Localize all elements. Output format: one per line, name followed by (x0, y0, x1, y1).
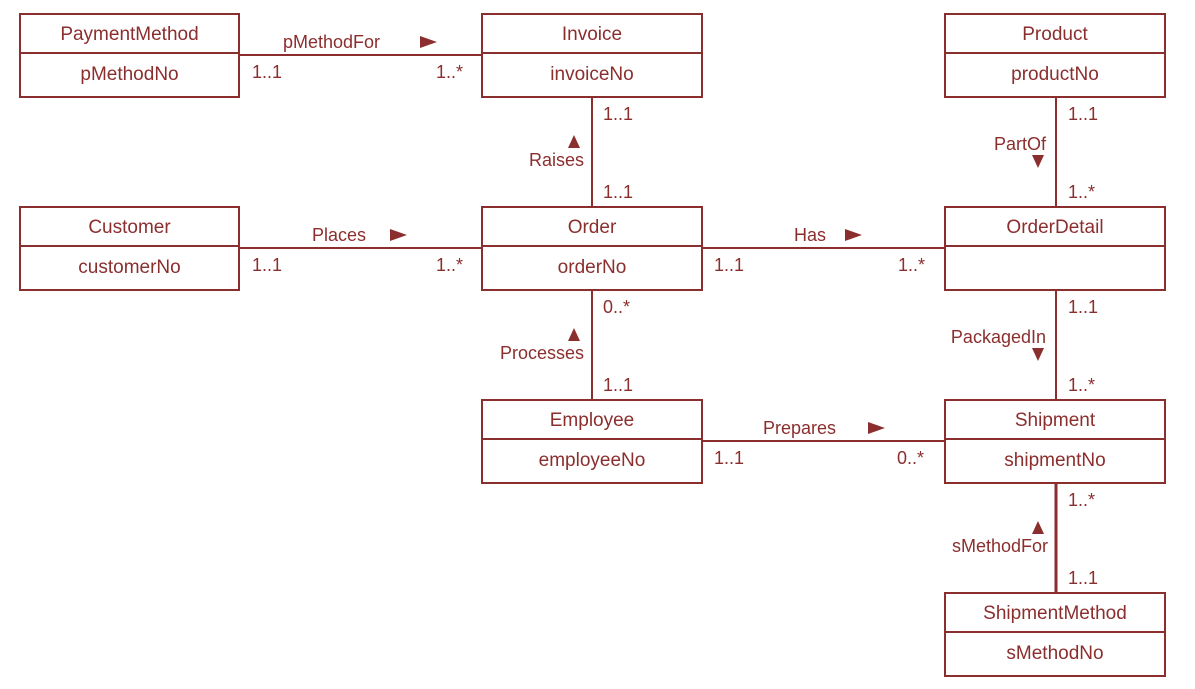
packagedin-label: PackagedIn (951, 327, 1046, 347)
entity-shipment-method-key: sMethodNo (1006, 643, 1104, 664)
partof-arrow-down-icon (1032, 155, 1044, 168)
smethodfor-arrow-up-icon (1032, 521, 1044, 534)
prepares-label: Prepares (763, 418, 836, 438)
entity-invoice: Invoice invoiceNo (481, 13, 703, 98)
packagedin-mult-bottom: 1..* (1068, 375, 1095, 395)
places-mult-from: 1..1 (252, 255, 282, 275)
has-label: Has (794, 225, 826, 245)
prepares-arrow-right-icon (868, 422, 885, 434)
packagedin-arrow-down-icon (1032, 348, 1044, 361)
smethodfor-label: sMethodFor (952, 536, 1048, 556)
has-mult-from: 1..1 (714, 255, 744, 275)
entity-invoice-key: invoiceNo (550, 64, 634, 85)
entity-order: Order orderNo (481, 206, 703, 291)
entity-employee-name: Employee (483, 401, 701, 440)
entity-shipment-name: Shipment (946, 401, 1164, 440)
places-arrow-right-icon (390, 229, 407, 241)
entity-payment-method: PaymentMethod pMethodNo (19, 13, 240, 98)
has-mult-to: 1..* (898, 255, 925, 275)
pmethodfor-mult-from: 1..1 (252, 62, 282, 82)
processes-label: Processes (500, 343, 584, 363)
entity-shipment: Shipment shipmentNo (944, 399, 1166, 484)
smethodfor-mult-top: 1..* (1068, 490, 1095, 510)
has-arrow-right-icon (845, 229, 862, 241)
partof-mult-bottom: 1..* (1068, 182, 1095, 202)
processes-mult-bottom: 1..1 (603, 375, 633, 395)
pmethodfor-arrow-right-icon (420, 36, 437, 48)
processes-mult-top: 0..* (603, 297, 630, 317)
pmethodfor-label: pMethodFor (283, 32, 380, 52)
prepares-mult-from: 1..1 (714, 448, 744, 468)
prepares-mult-to: 0..* (897, 448, 924, 468)
partof-mult-top: 1..1 (1068, 104, 1098, 124)
entity-employee-key: employeeNo (538, 450, 646, 471)
entity-order-key: orderNo (557, 257, 627, 278)
entity-payment-method-key: pMethodNo (80, 64, 179, 85)
packagedin-mult-top: 1..1 (1068, 297, 1098, 317)
entity-product-name: Product (946, 15, 1164, 54)
entity-shipment-method-name: ShipmentMethod (946, 594, 1164, 633)
entity-product-key: productNo (1011, 64, 1099, 85)
entity-order-detail: OrderDetail (944, 206, 1166, 291)
entity-payment-method-name: PaymentMethod (21, 15, 238, 54)
entity-order-name: Order (483, 208, 701, 247)
partof-label: PartOf (994, 134, 1047, 154)
processes-arrow-up-icon (568, 328, 580, 341)
pmethodfor-mult-to: 1..* (436, 62, 463, 82)
raises-mult-top: 1..1 (603, 104, 633, 124)
entity-order-detail-name: OrderDetail (946, 208, 1164, 247)
places-label: Places (312, 225, 366, 245)
entity-customer-name: Customer (21, 208, 238, 247)
entity-shipment-key: shipmentNo (1004, 450, 1106, 471)
entity-customer-key: customerNo (78, 257, 181, 278)
entity-customer: Customer customerNo (19, 206, 240, 291)
raises-mult-bottom: 1..1 (603, 182, 633, 202)
entity-shipment-method: ShipmentMethod sMethodNo (944, 592, 1166, 677)
places-mult-to: 1..* (436, 255, 463, 275)
entity-employee: Employee employeeNo (481, 399, 703, 484)
smethodfor-mult-bottom: 1..1 (1068, 568, 1098, 588)
raises-arrow-up-icon (568, 135, 580, 148)
entity-product: Product productNo (944, 13, 1166, 98)
entity-order-detail-key (946, 247, 1164, 288)
raises-label: Raises (529, 150, 584, 170)
entity-invoice-name: Invoice (483, 15, 701, 54)
